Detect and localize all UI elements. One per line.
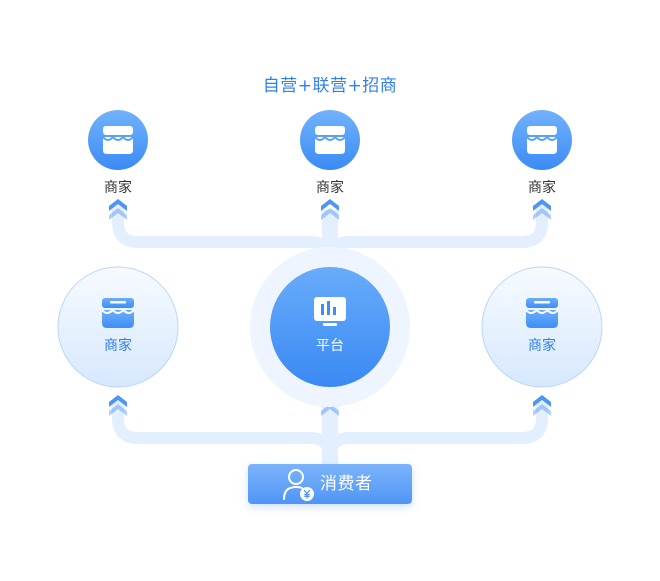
shop-icon — [525, 298, 559, 328]
pipe-to-mid-right — [324, 399, 548, 464]
mid-left-label: 商家 — [104, 338, 132, 354]
shop-icon — [314, 126, 346, 154]
mid-right-node — [481, 266, 603, 388]
platform-node — [250, 247, 410, 407]
shop-icon — [102, 126, 134, 154]
mid-right-label: 商家 — [528, 338, 556, 354]
pipe-to-mid-left — [112, 399, 336, 464]
chart-monitor-icon — [314, 297, 346, 326]
consumer-box — [248, 464, 412, 504]
platform-circle — [270, 267, 390, 387]
platform-label: 平台 — [316, 338, 344, 354]
consumer-label: 消费者 — [320, 474, 373, 494]
top-right-node — [512, 110, 572, 170]
top-center-label: 商家 — [316, 180, 344, 196]
mid-left-node — [57, 266, 179, 388]
pipe-to-platform — [322, 405, 338, 465]
diagram-title: 自营+联营+招商 — [262, 76, 398, 96]
top-center-node — [300, 110, 360, 170]
shop-icon — [526, 126, 558, 154]
top-left-node — [88, 110, 148, 170]
shop-icon — [101, 298, 135, 328]
user-yen-icon — [283, 469, 314, 501]
top-right-label: 商家 — [528, 180, 556, 196]
top-left-label: 商家 — [104, 180, 132, 196]
